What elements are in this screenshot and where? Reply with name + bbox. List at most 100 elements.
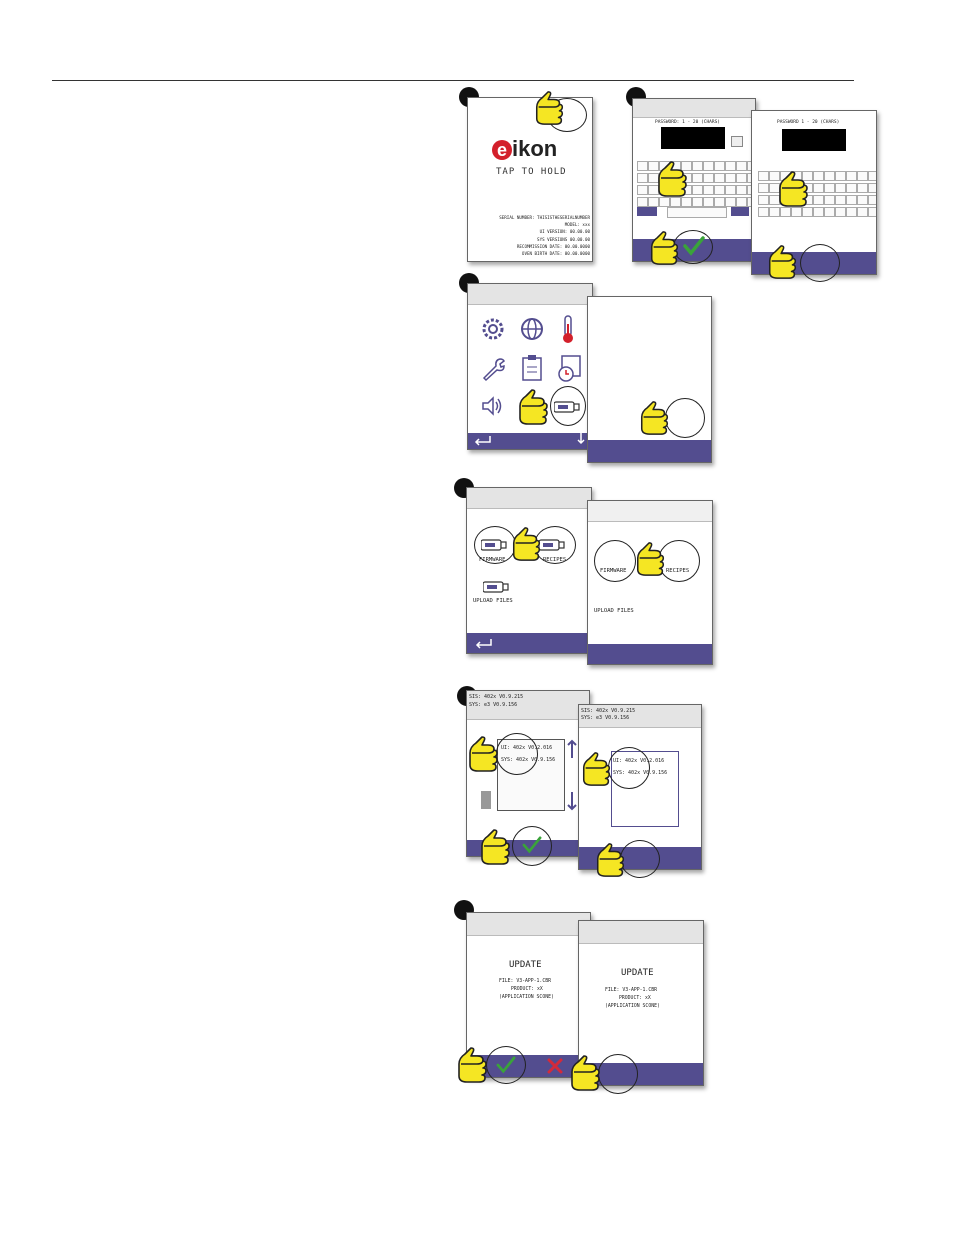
keyboard-key[interactable] — [714, 173, 725, 183]
keyboard-key[interactable] — [692, 173, 703, 183]
keyboard-key[interactable] — [802, 207, 813, 217]
gear-icon[interactable] — [480, 316, 506, 342]
keyboard-key[interactable] — [813, 207, 824, 217]
keyboard-key[interactable] — [659, 197, 670, 207]
keyboard-key[interactable] — [758, 183, 769, 193]
keyboard-key[interactable] — [703, 197, 714, 207]
screen-header — [633, 99, 755, 118]
keyboard-key[interactable] — [868, 183, 876, 193]
keyboard-key[interactable] — [846, 207, 857, 217]
keyboard-key[interactable] — [824, 171, 835, 181]
keyboard-key[interactable] — [835, 195, 846, 205]
keyboard-key[interactable] — [670, 197, 681, 207]
keyboard-key[interactable] — [736, 197, 747, 207]
nav-bar — [588, 644, 712, 664]
hand-pointer-icon — [768, 245, 797, 279]
hand-pointer-icon — [481, 829, 510, 865]
keyboard-key[interactable] — [846, 183, 857, 193]
clear-key[interactable] — [731, 136, 743, 147]
keyboard-key[interactable] — [714, 185, 725, 195]
keyboard-key[interactable] — [692, 197, 703, 207]
keyboard-key[interactable] — [846, 195, 857, 205]
keyboard-key[interactable] — [835, 171, 846, 181]
keyboard-key[interactable] — [692, 185, 703, 195]
keyboard-key[interactable] — [835, 183, 846, 193]
globe-icon[interactable] — [519, 316, 545, 342]
keyboard-key[interactable] — [813, 195, 824, 205]
down-arrow-icon[interactable] — [576, 431, 586, 445]
keyboard-key[interactable] — [846, 171, 857, 181]
keyboard-key[interactable] — [736, 185, 747, 195]
keyboard-key[interactable] — [637, 161, 648, 171]
keyboard-key[interactable] — [835, 207, 846, 217]
check-icon[interactable] — [522, 836, 542, 854]
keyboard-key[interactable] — [824, 195, 835, 205]
password-field[interactable] — [782, 129, 846, 151]
keyboard-key[interactable] — [791, 207, 802, 217]
keyboard-key[interactable] — [637, 185, 648, 195]
keyboard-key[interactable] — [725, 161, 736, 171]
keyboard-key[interactable] — [648, 161, 659, 171]
keyboard-key[interactable] — [725, 197, 736, 207]
keyboard-key[interactable] — [714, 161, 725, 171]
upload-files-label[interactable]: UPLOAD FILES — [594, 608, 634, 614]
keyboard-key[interactable] — [769, 171, 780, 181]
shift-key[interactable] — [637, 207, 657, 216]
keyboard-key[interactable] — [758, 207, 769, 217]
keyboard-key[interactable] — [868, 207, 876, 217]
keyboard-key[interactable] — [637, 173, 648, 183]
scroll-indicator[interactable] — [481, 791, 491, 809]
keyboard-key[interactable] — [692, 161, 703, 171]
keyboard-key[interactable] — [736, 161, 747, 171]
keyboard[interactable] — [637, 161, 755, 207]
keyboard-key[interactable] — [868, 171, 876, 181]
keyboard-key[interactable] — [868, 195, 876, 205]
clipboard-icon[interactable] — [521, 354, 543, 382]
keyboard-key[interactable] — [703, 185, 714, 195]
back-arrow-icon[interactable] — [473, 637, 493, 649]
keyboard-key[interactable] — [802, 171, 813, 181]
password-prompt: PASSWORD: 1 - 20 (CHARS) — [655, 120, 721, 125]
keyboard-key[interactable] — [681, 161, 692, 171]
keyboard-key[interactable] — [736, 173, 747, 183]
keyboard-key[interactable] — [714, 197, 725, 207]
thermometer-icon[interactable] — [560, 314, 576, 344]
keyboard-key[interactable] — [725, 185, 736, 195]
keyboard-key[interactable] — [725, 173, 736, 183]
screen-header — [468, 284, 592, 305]
keyboard-key[interactable] — [857, 183, 868, 193]
clock-icon[interactable] — [556, 354, 582, 382]
check-icon[interactable] — [683, 236, 705, 256]
back-arrow-icon[interactable] — [472, 434, 492, 446]
password-field[interactable] — [661, 127, 725, 149]
keyboard-key[interactable] — [648, 197, 659, 207]
upload-files-label[interactable]: UPLOAD FILES — [473, 598, 513, 604]
up-arrow-icon[interactable] — [567, 739, 577, 759]
keyboard-key[interactable] — [857, 195, 868, 205]
cross-icon[interactable] — [547, 1058, 563, 1074]
keyboard-key[interactable] — [824, 207, 835, 217]
tap-to-hold-label[interactable]: TAP TO HOLD — [496, 167, 567, 177]
space-bar[interactable] — [667, 207, 727, 218]
keyboard-key[interactable] — [758, 195, 769, 205]
keyboard-key[interactable] — [824, 183, 835, 193]
down-arrow-icon[interactable] — [567, 791, 577, 811]
keyboard-key[interactable] — [857, 207, 868, 217]
keyboard-key[interactable] — [813, 171, 824, 181]
keyboard-key[interactable] — [813, 183, 824, 193]
keyboard-key[interactable] — [637, 197, 648, 207]
info-line: MODEL: xxx — [564, 222, 590, 228]
usb-drive-icon[interactable] — [483, 580, 511, 594]
keyboard-key[interactable] — [703, 161, 714, 171]
keyboard-key[interactable] — [857, 171, 868, 181]
keyboard-key[interactable] — [780, 207, 791, 217]
keyboard-key[interactable] — [769, 207, 780, 217]
hand-pointer-icon — [658, 161, 687, 197]
keyboard-key[interactable] — [758, 171, 769, 181]
speaker-icon[interactable] — [480, 394, 504, 418]
backspace-key[interactable] — [731, 207, 749, 216]
wrench-icon[interactable] — [480, 356, 506, 382]
check-icon[interactable] — [496, 1056, 516, 1074]
keyboard-key[interactable] — [681, 197, 692, 207]
keyboard-key[interactable] — [703, 173, 714, 183]
